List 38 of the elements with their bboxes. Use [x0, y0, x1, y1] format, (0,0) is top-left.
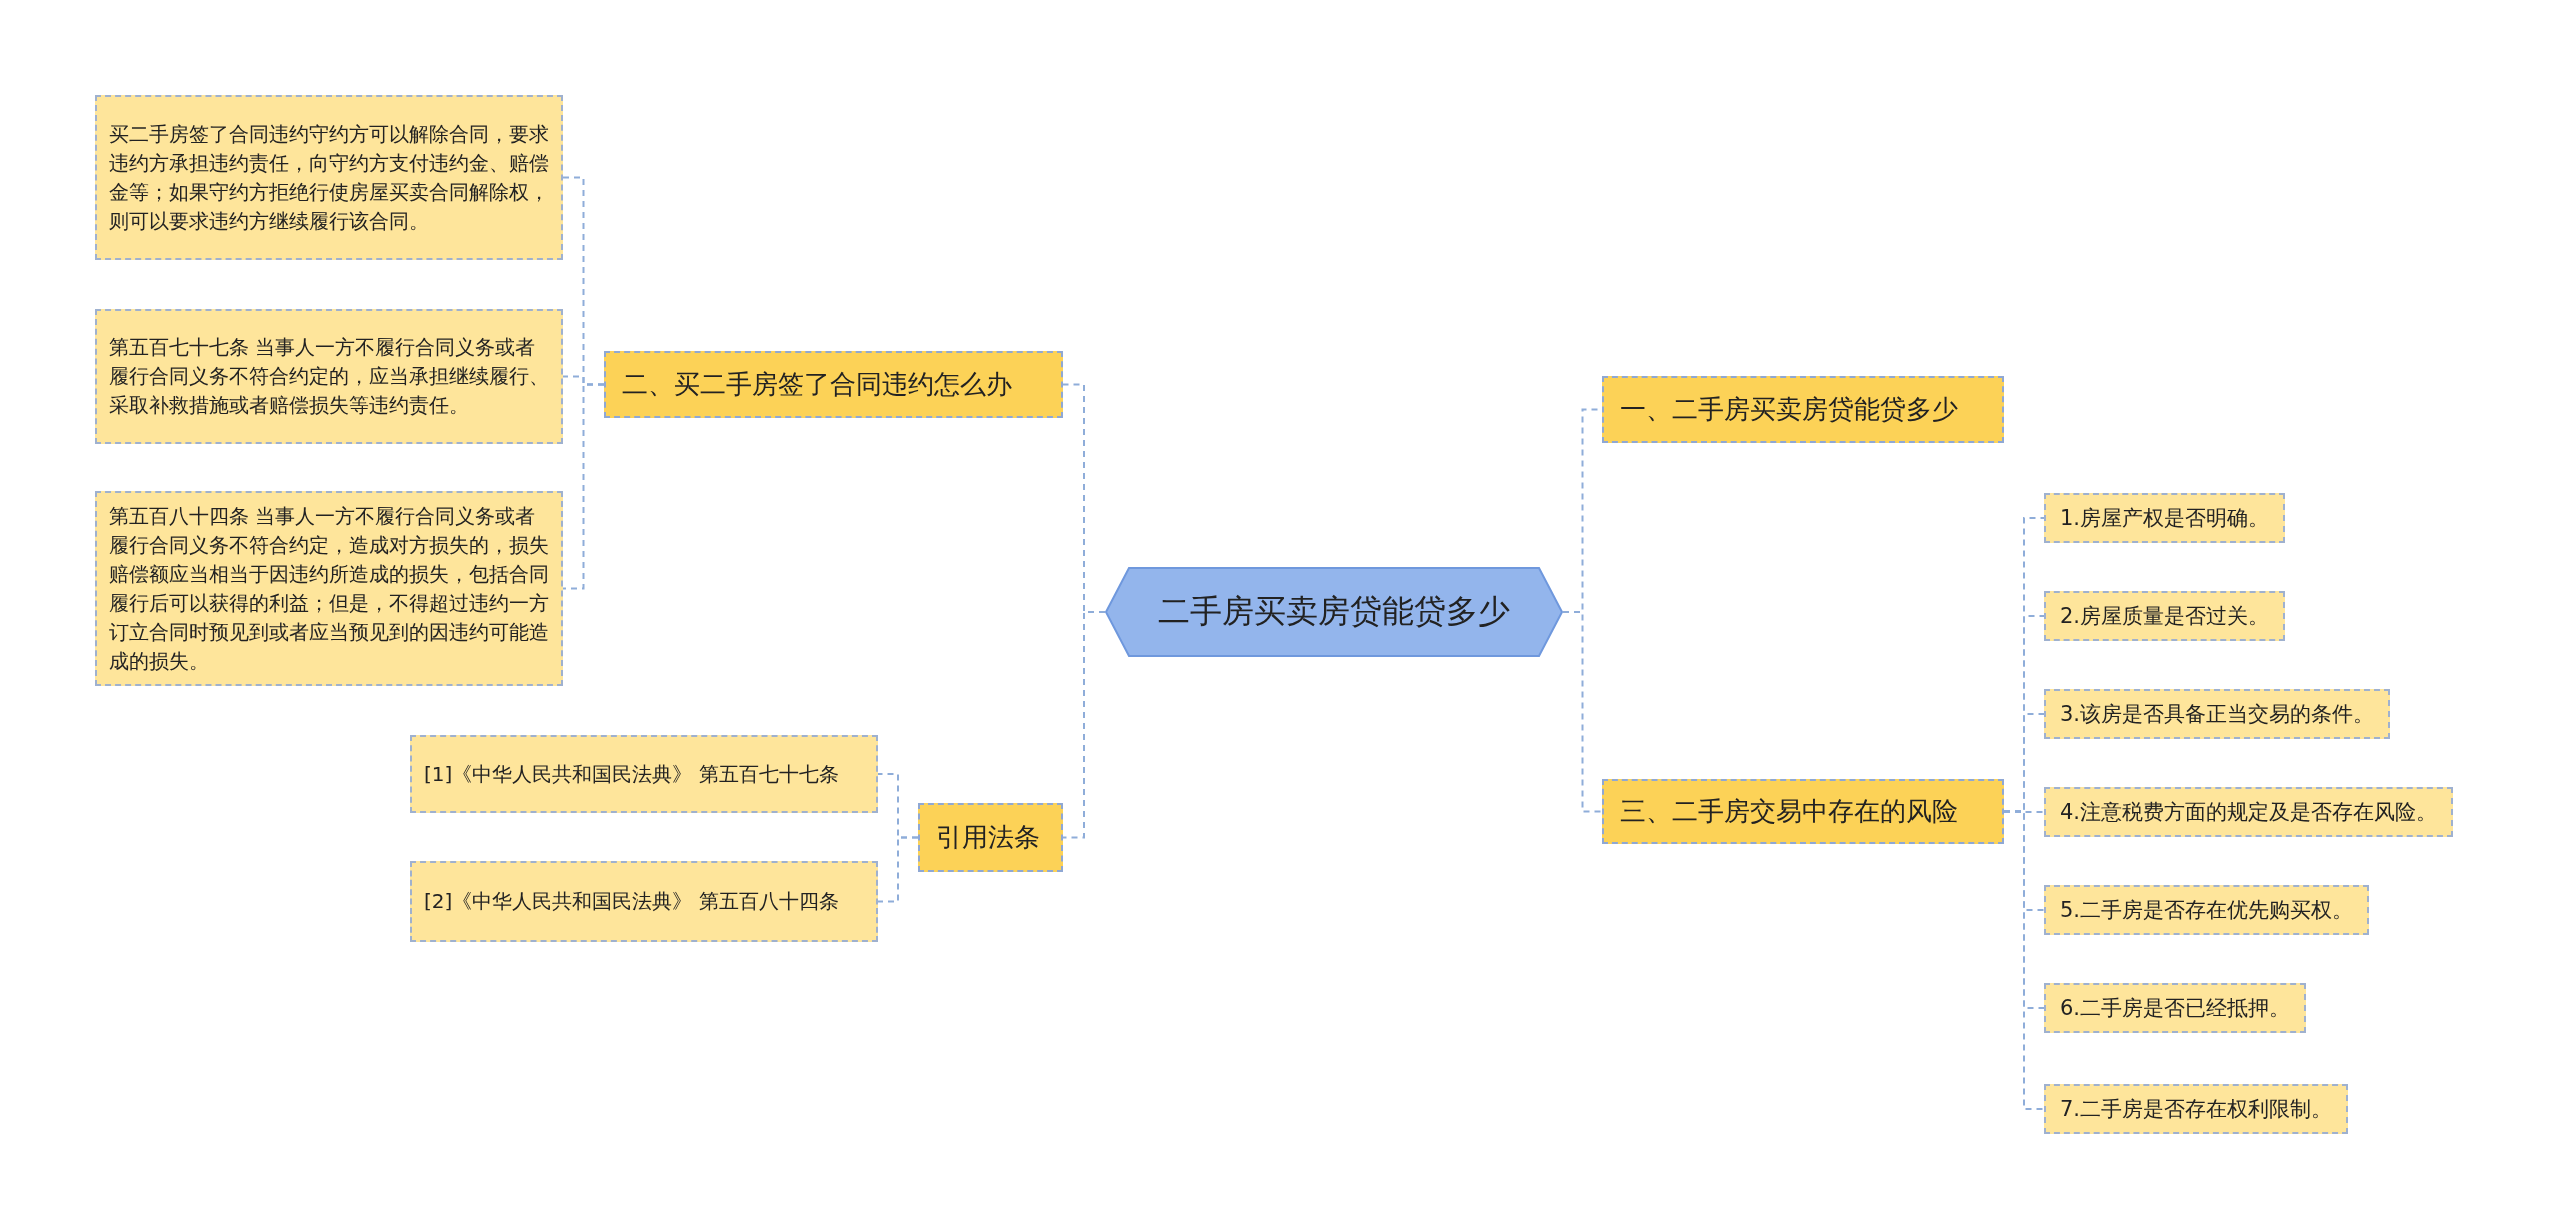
node-text: 第五百七十七条 当事人一方不履行合同义务或者履行合同义务不符合约定的，应当承担继续履行、采取补救措施或者赔偿损失等违约责任。: [109, 334, 549, 419]
topic-box: [1602, 779, 2004, 844]
node-text: 3.该房是否具备正当交易的条件。: [2060, 701, 2375, 728]
list-item-box: [2044, 885, 2370, 935]
topic-box: [1602, 376, 2004, 443]
node-text: 1.房屋产权是否明确。: [2060, 505, 2270, 532]
connector-line: [2003, 810, 2045, 1110]
connector-line: [1562, 611, 1603, 813]
node-text: 三、二手房交易中存在的风险: [1620, 795, 1958, 828]
list-item-box: [2044, 493, 2286, 543]
node-text: 6.二手房是否已经抵押。: [2060, 995, 2291, 1022]
list-item-box: [2044, 1084, 2349, 1134]
list-item-box: [2044, 787, 2454, 837]
list-item-box: [2044, 591, 2286, 641]
node-text: 一、二手房买卖房贷能贷多少: [1620, 393, 1958, 426]
node-text: 引用法条: [936, 821, 1040, 854]
list-item-box: [2044, 983, 2307, 1033]
list-item-box: [2044, 689, 2391, 739]
node-text: [2]《中华人民共和国民法典》 第五百八十四条: [424, 888, 839, 915]
note-box: [410, 735, 878, 813]
topic-text: 二手房买卖房贷能贷多少: [1158, 591, 1510, 632]
note-box: [410, 861, 878, 942]
note-box: [95, 491, 563, 686]
topic-box: [918, 803, 1063, 872]
node-text: 二、买二手房签了合同违约怎么办: [622, 368, 1012, 401]
note-box: [95, 95, 563, 260]
node-text: 7.二手房是否存在权利限制。: [2060, 1096, 2333, 1123]
node-text: 5.二手房是否存在优先购买权。: [2060, 897, 2354, 924]
connector-line: [1062, 611, 1106, 839]
note-box: [95, 309, 563, 444]
connector-line: [562, 383, 605, 590]
node-text: 第五百八十四条 当事人一方不履行合同义务或者履行合同义务不符合约定，造成对方损失的，损失赔偿额应当相当于因违约所造成的损失，包括合同履行后可以获得的利益；但是，不得超过违约一方订立合同时预见到或者应当预见到的因违约可能造成的损失。: [109, 502, 549, 675]
connector-line: [877, 836, 919, 903]
node-text: 买二手房签了合同违约守约方可以解除合同，要求违约方承担违约责任，向守约方支付违约金、赔偿金等；如果守约方拒绝行使房屋买卖合同解除权，则可以要求违约方继续履行该合同。: [109, 120, 549, 235]
node-text: [1]《中华人民共和国民法典》 第五百七十七条: [424, 760, 839, 788]
topic-box: [604, 351, 1063, 418]
node-text: 2.房屋质量是否过关。: [2060, 603, 2270, 630]
node-text: 4.注意税费方面的规定及是否存在风险。: [2060, 799, 2438, 826]
